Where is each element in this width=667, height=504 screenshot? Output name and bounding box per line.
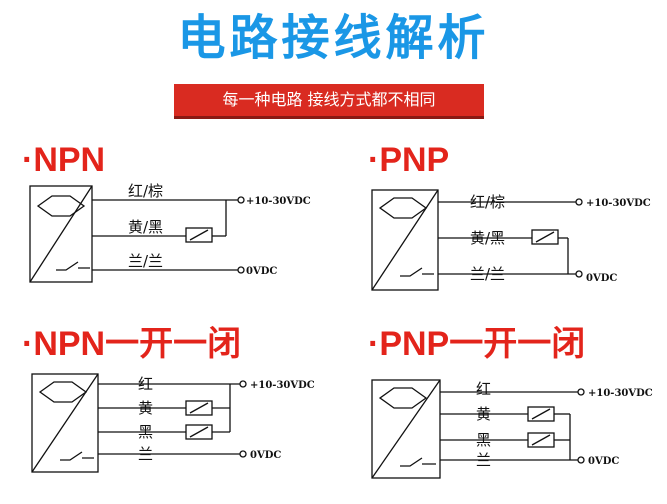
npn-wiring-diagram: 红/棕 黄/黑 兰/兰 +10-30VDC 0VDC — [29, 182, 311, 283]
subtitle-banner: 每一种电路 接线方式都不相同 — [174, 84, 484, 119]
ground-terminal — [577, 456, 585, 464]
switch-icon — [56, 261, 90, 271]
pnp-section-title: ·PNP — [368, 141, 450, 179]
sensor-body — [31, 373, 99, 473]
wire-label: 黑 — [138, 423, 153, 441]
ground-voltage-label: 0VDC — [246, 266, 277, 277]
wire-label: 红/棕 — [128, 182, 163, 200]
ground-terminal — [575, 270, 583, 278]
switch-icon — [400, 267, 434, 277]
load-icon — [185, 227, 213, 243]
npn-nonc-wiring-diagram: 红 黄 黑 兰 +10-30VDC 0VDC — [31, 373, 315, 473]
wire-label: 黄 — [138, 399, 153, 417]
supply-voltage-label: +10-30VDC — [586, 198, 651, 209]
wire-label: 黄/黑 — [128, 218, 163, 236]
wire-label: 兰/兰 — [470, 265, 505, 283]
pnp-wiring-diagram: 红/棕 黄/黑 兰/兰 +10-30VDC 0VDC — [371, 189, 651, 291]
sensor-body — [371, 379, 441, 479]
sensor-face-icon — [378, 387, 428, 409]
supply-voltage-label: +10-30VDC — [588, 388, 653, 399]
sensor-face-icon — [38, 381, 88, 403]
wire-label: 黄/黑 — [470, 229, 505, 247]
wire-label: 红 — [138, 375, 153, 393]
wire-label: 黑 — [476, 431, 491, 449]
sensor-body — [371, 189, 439, 291]
wire-label: 黄 — [476, 405, 491, 423]
sensor-body — [29, 185, 93, 283]
ground-terminal — [237, 266, 245, 274]
switch-icon — [60, 451, 94, 461]
pnp-nonc-section-title: ·PNP一开一闭 — [368, 325, 586, 363]
supply-terminal — [237, 196, 245, 204]
wire-label: 兰 — [476, 451, 491, 469]
npn-nonc-section-title: ·NPN一开一闭 — [22, 325, 242, 363]
supply-voltage-label: +10-30VDC — [246, 196, 311, 207]
ground-voltage-label: 0VDC — [250, 450, 281, 461]
wire-label: 红/棕 — [470, 193, 505, 211]
pnp-nonc-wiring-diagram: 红 黄 黑 兰 +10-30VDC 0VDC — [371, 379, 653, 479]
supply-terminal — [575, 198, 583, 206]
supply-voltage-label: +10-30VDC — [250, 380, 315, 391]
supply-terminal — [239, 380, 247, 388]
sensor-face-icon — [36, 195, 86, 217]
supply-terminal — [577, 388, 585, 396]
switch-icon — [400, 457, 436, 467]
ground-voltage-label: 0VDC — [586, 273, 617, 284]
page-title: 电路接线解析 — [177, 10, 490, 66]
ground-terminal — [239, 450, 247, 458]
load-icon — [531, 229, 559, 245]
wire-label: 兰 — [138, 445, 153, 463]
wire-label: 红 — [476, 380, 491, 398]
npn-section-title: ·NPN — [22, 141, 106, 179]
wire-label: 兰/兰 — [128, 252, 163, 270]
ground-voltage-label: 0VDC — [588, 456, 619, 467]
sensor-face-icon — [378, 197, 428, 219]
